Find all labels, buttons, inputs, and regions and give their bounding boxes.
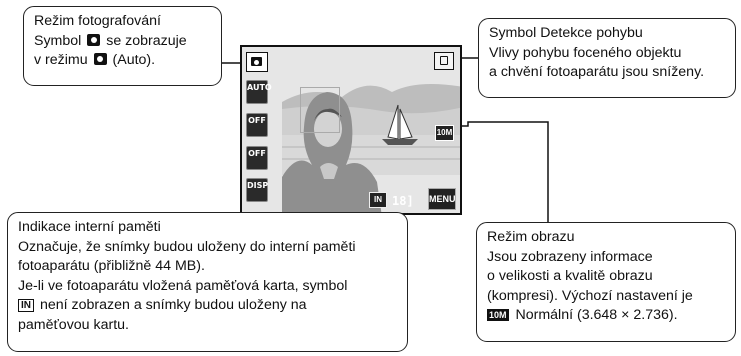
camera-icon [93,53,107,65]
motion-title: Symbol Detekce pohybu [489,25,643,41]
image-mode-line5: 10M Normální (3.648 × 2.736). [487,306,725,326]
shooting-mode-line2-a: Symbol [34,32,82,49]
shots-remaining: 18] [392,194,414,208]
display-icon[interactable]: DISP [246,178,268,202]
shooting-mode-line3-b: (Auto). [112,52,156,68]
flash-mode-icon[interactable]: AUTO [246,80,272,104]
memory-line5-text: není zobrazen a snímky budou uloženy na [39,297,307,313]
macro-mode-icon[interactable]: OFF [246,146,268,170]
image-mode-line2: Jsou zobrazeny informace [487,248,653,265]
camera-mode-icon [246,52,268,72]
self-timer-icon[interactable]: OFF [246,113,268,137]
motion-line2: Vlivy pohybu foceného objektu [489,44,682,61]
image-mode-line3: o velikosti a kvalitě obrazu [487,268,653,284]
camera-screen: AUTO OFF OFF DISP 10M IN 18] MENU [240,45,462,215]
image-mode-line5-text: Normální (3.648 × 2.736). [515,307,678,323]
memory-title: Indikace interní paměti [18,219,161,235]
callout-motion-detection: Symbol Detekce pohybu Vlivy pohybu focen… [478,18,736,98]
callout-shooting-mode: Režim fotografování Symbol se zobrazuje … [23,6,222,86]
camera-icon [87,33,101,46]
scene-illustration [242,47,460,213]
focus-frame [300,87,340,133]
image-mode-icon: 10M [435,125,454,141]
memory-line3: fotoaparátu (přibližně 44 MB). [18,258,205,274]
image-mode-title: Režim obrazu [487,229,575,245]
callout-internal-memory: Indikace interní paměti Označuje, že sní… [7,212,408,352]
memory-line2: Označuje, že snímky budou uloženy do int… [18,238,356,255]
memory-line5: IN není zobrazen a snímky budou uloženy … [18,296,397,316]
internal-memory-icon: IN [369,192,387,208]
shooting-mode-line3: v režimu (Auto). [34,51,211,71]
callout-image-mode: Režim obrazu Jsou zobrazeny informace o … [476,222,736,342]
memory-line4: Je-li ve fotoaparátu vložená paměťová ka… [18,277,348,294]
menu-button[interactable]: MENU [428,188,456,210]
image-size-icon: 10M [487,309,509,321]
internal-memory-icon: IN [18,299,34,312]
image-mode-line4: (kompresi). Výchozí nastavení je [487,287,693,304]
shooting-mode-line2-b: se zobrazuje [106,32,187,49]
memory-line6: paměťovou kartu. [18,316,129,333]
motion-detection-icon [434,52,454,70]
shooting-mode-line3-a: v režimu [34,52,88,68]
shooting-mode-line2: Symbol se zobrazuje [34,32,211,52]
shooting-mode-title: Režim fotografování [34,13,161,29]
motion-line3: a chvění fotoaparátu jsou sníženy. [489,64,705,80]
